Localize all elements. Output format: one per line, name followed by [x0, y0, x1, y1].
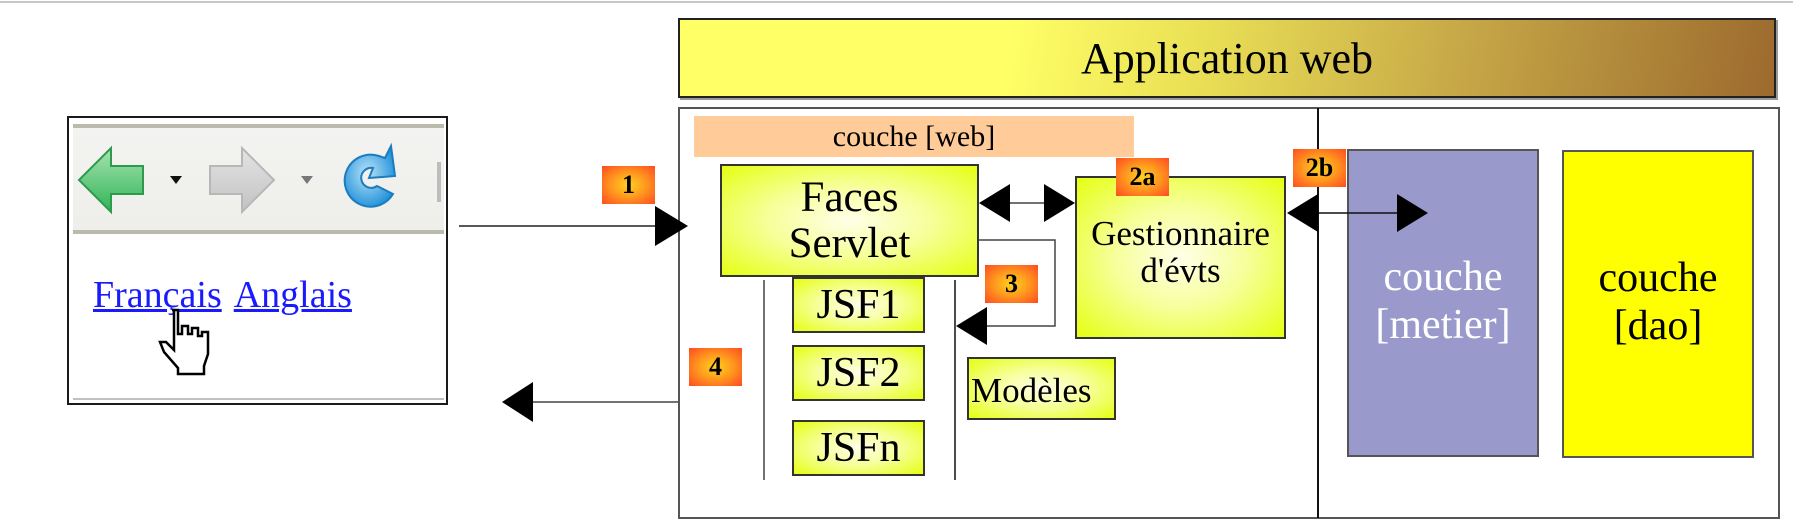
forward-dropdown-icon[interactable]	[301, 176, 313, 184]
jsf-view-n: JSFn	[792, 420, 925, 476]
hand-pointer-icon	[155, 308, 215, 383]
event-handler-box: Gestionnaire d'évts	[1075, 176, 1286, 339]
link-anglais[interactable]: Anglais	[233, 274, 352, 316]
step-badge-3: 3	[985, 265, 1038, 303]
application-web-title: Application web	[678, 18, 1776, 98]
toolbar-separator	[437, 162, 441, 202]
jsf-view-2: JSF2	[792, 345, 925, 401]
dao-layer-line-2: [dao]	[1613, 303, 1703, 350]
link-francais[interactable]: Français	[93, 274, 222, 316]
back-arrow-icon[interactable]	[77, 145, 144, 215]
faces-servlet-line-1: Faces	[800, 174, 899, 222]
dao-layer-line-1: couche	[1598, 255, 1718, 301]
faces-servlet-box: Faces Servlet	[720, 164, 979, 277]
language-links: Français Anglais	[93, 273, 352, 317]
business-layer-line-2: [metier]	[1375, 302, 1511, 349]
step-badge-4: 4	[689, 348, 742, 386]
event-handler-line-1: Gestionnaire	[1091, 213, 1270, 253]
top-divider-line	[0, 1, 1793, 3]
browser-toolbar	[73, 124, 444, 234]
step-badge-2a: 2a	[1116, 158, 1169, 196]
arrow-step-4	[502, 382, 678, 422]
layer-divider	[1317, 108, 1319, 518]
step-badge-1: 1	[602, 166, 655, 204]
models-box: Modèles	[967, 357, 1116, 420]
event-handler-line-2: d'évts	[1140, 250, 1221, 290]
jsf-view-1: JSF1	[792, 277, 925, 333]
forward-arrow-icon[interactable]	[209, 145, 276, 215]
browser-status-line	[73, 398, 444, 400]
web-layer-label: couche [web]	[694, 116, 1134, 157]
step-badge-2b: 2b	[1293, 149, 1346, 187]
reload-icon[interactable]	[343, 142, 397, 208]
browser-window: Français Anglais	[67, 116, 448, 405]
back-dropdown-icon[interactable]	[170, 176, 182, 184]
business-layer-box: couche [metier]	[1347, 149, 1539, 457]
arrow-step-1	[459, 206, 688, 246]
faces-servlet-line-2: Servlet	[788, 219, 911, 267]
business-layer-line-1: couche	[1383, 254, 1503, 300]
dao-layer-box: couche [dao]	[1562, 150, 1754, 458]
